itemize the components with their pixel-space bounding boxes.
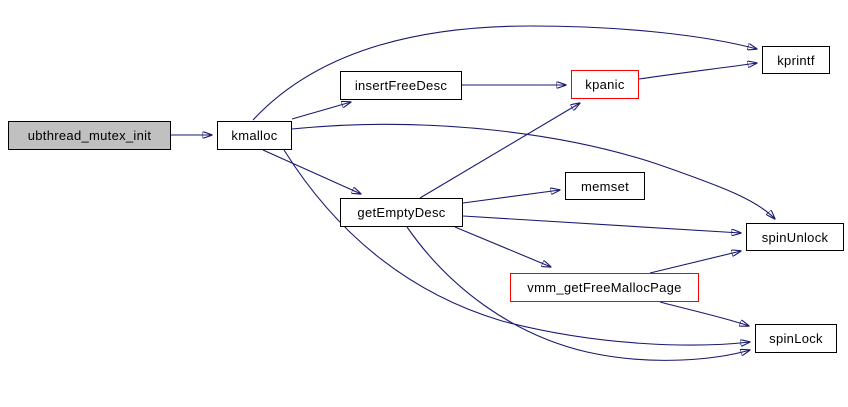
edge-kmalloc-to-spinUnlock xyxy=(291,123,775,219)
edge-getEmptyDesc-to-kpanic xyxy=(419,103,580,199)
node-label: kpanic xyxy=(585,77,625,92)
node-label: getEmptyDesc xyxy=(357,205,446,220)
node-kmalloc[interactable]: kmalloc xyxy=(217,121,292,150)
node-label: kmalloc xyxy=(231,128,278,143)
edge-kmalloc-to-kprintf xyxy=(252,25,757,121)
node-label: ubthread_mutex_init xyxy=(27,128,152,143)
node-kpanic[interactable]: kpanic xyxy=(571,70,639,99)
edge-kmalloc-to-getEmptyDesc xyxy=(262,149,361,194)
edge-kmalloc-to-insertFreeDesc xyxy=(291,102,351,120)
node-label: spinUnlock xyxy=(761,229,829,245)
edge-vmm_getFreeMallocPage-to-spinUnlock xyxy=(649,251,741,274)
node-label: insertFreeDesc xyxy=(354,78,448,93)
edge-kpanic-to-kprintf xyxy=(638,63,757,80)
node-memset[interactable]: memset xyxy=(565,172,645,200)
edge-kmalloc-to-spinLock xyxy=(283,149,750,345)
node-spinLock[interactable]: spinLock xyxy=(755,324,837,353)
edge-getEmptyDesc-to-spinLock xyxy=(406,226,750,361)
node-kprintf[interactable]: kprintf xyxy=(762,46,830,74)
node-label: memset xyxy=(580,178,630,194)
node-label: vmm_getFreeMallocPage xyxy=(527,280,682,295)
edge-getEmptyDesc-to-vmm_getFreeMallocPage xyxy=(454,226,551,267)
node-vmm_getFreeMallocPage[interactable]: vmm_getFreeMallocPage xyxy=(510,273,699,302)
node-label: spinLock xyxy=(769,331,823,346)
node-getEmptyDesc[interactable]: getEmptyDesc xyxy=(340,198,463,227)
edge-vmm_getFreeMallocPage-to-spinLock xyxy=(659,301,749,326)
edge-getEmptyDesc-to-spinUnlock xyxy=(462,215,741,233)
node-label: kprintf xyxy=(777,52,815,68)
node-insertFreeDesc[interactable]: insertFreeDesc xyxy=(340,71,462,100)
node-ubthread_mutex_init: ubthread_mutex_init xyxy=(8,121,171,150)
edge-getEmptyDesc-to-memset xyxy=(462,190,560,204)
node-spinUnlock[interactable]: spinUnlock xyxy=(746,223,844,251)
